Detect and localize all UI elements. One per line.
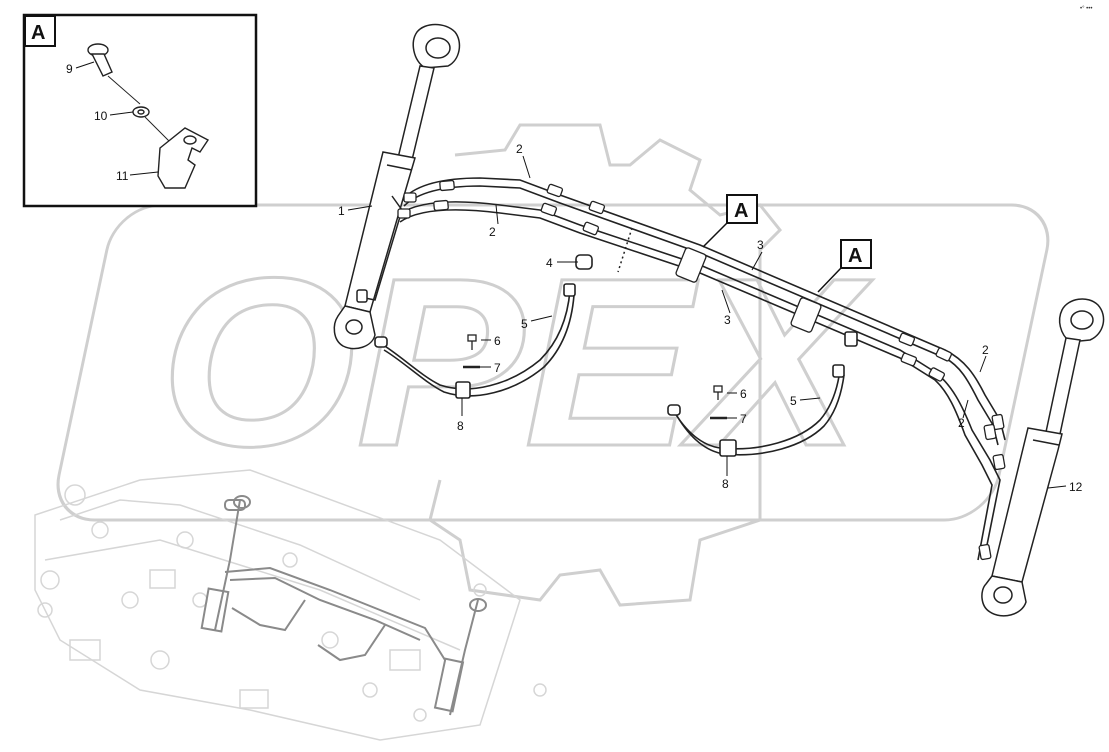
- left-hydraulic-cylinder: [333, 23, 461, 350]
- part-label-8-left: 8: [457, 419, 464, 433]
- leader-lines: [75, 61, 1067, 489]
- part-label-8-right: 8: [722, 477, 729, 491]
- detail-box-a: A: [22, 13, 258, 208]
- machine-context-hoses: [200, 495, 487, 716]
- screws-and-washers: [463, 334, 727, 420]
- hose-assembly-left: [374, 254, 593, 399]
- detail-box-letter: A: [31, 22, 45, 44]
- part-label-2-lower: 2: [489, 225, 496, 239]
- part-label-2-right-upper: 2: [982, 343, 989, 357]
- callout-a-1-letter: A: [734, 200, 748, 222]
- hose-fittings: [397, 179, 1006, 561]
- machine-context-sketch: [34, 469, 547, 741]
- part-label-2-right-lower: 2: [958, 416, 965, 430]
- part-label-12: 12: [1069, 480, 1083, 494]
- part-label-7-left: 7: [494, 361, 501, 375]
- corner-mark: •° •••: [1080, 6, 1092, 12]
- part-label-11: 11: [116, 169, 129, 183]
- part-label-2-upper: 2: [516, 142, 523, 156]
- part-label-1: 1: [338, 204, 345, 218]
- part-labels: 1 2 2 2 2 3 3 4 5 5 6 6 7 7 8 8 9 10 11 …: [66, 62, 1083, 494]
- part-label-5-left: 5: [521, 317, 528, 331]
- part-label-4: 4: [546, 256, 553, 270]
- part-label-5-right: 5: [790, 394, 797, 408]
- detail-box-tag: [24, 15, 56, 47]
- part-label-6-right: 6: [740, 387, 747, 401]
- watermark-gear: [428, 123, 783, 607]
- part-label-6-left: 6: [494, 334, 501, 348]
- callout-a-1: A: [702, 194, 758, 248]
- part-label-3-lower: 3: [724, 313, 731, 327]
- callout-a-2-letter: A: [848, 245, 862, 267]
- right-hydraulic-cylinder: [981, 298, 1105, 617]
- part-label-9: 9: [66, 62, 73, 76]
- hose-assembly-right: [667, 331, 858, 457]
- part-label-3-upper: 3: [757, 238, 764, 252]
- part-label-10: 10: [94, 109, 108, 123]
- part-label-7-right: 7: [740, 412, 747, 426]
- watermark-text: OPEX: [160, 228, 874, 496]
- callout-a-2: A: [817, 239, 872, 293]
